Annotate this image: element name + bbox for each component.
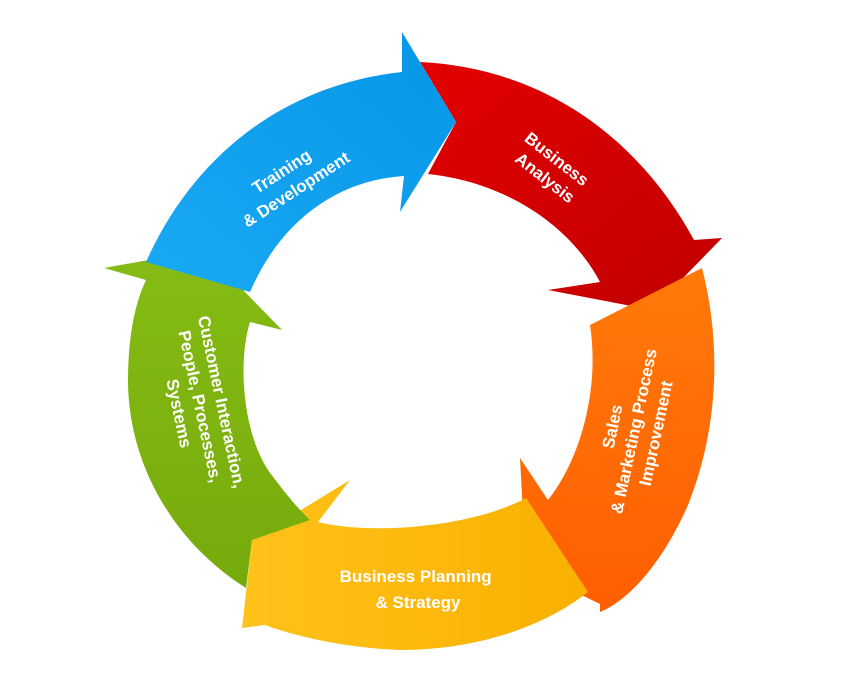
arrow-sales-marketing: [520, 268, 715, 612]
arrow-business-planning: [242, 480, 588, 650]
arrow-business-analysis: [420, 62, 722, 310]
segment-training-development: Training & Development: [146, 32, 456, 292]
segment-customer-interaction: Customer Interaction, People, Processes,…: [104, 250, 310, 588]
label-line: & Strategy: [375, 593, 461, 612]
segment-business-analysis: Business Analysis: [420, 62, 722, 310]
arrow-customer-interaction: [104, 250, 310, 588]
label-business-planning: Business Planning & Strategy: [340, 567, 497, 612]
label-line: Business Planning: [340, 567, 492, 586]
segment-sales-marketing: Sales & Marketing Process Improvement: [520, 268, 715, 612]
arrow-training-development: [146, 32, 456, 292]
segment-business-planning: Business Planning & Strategy: [242, 480, 588, 650]
